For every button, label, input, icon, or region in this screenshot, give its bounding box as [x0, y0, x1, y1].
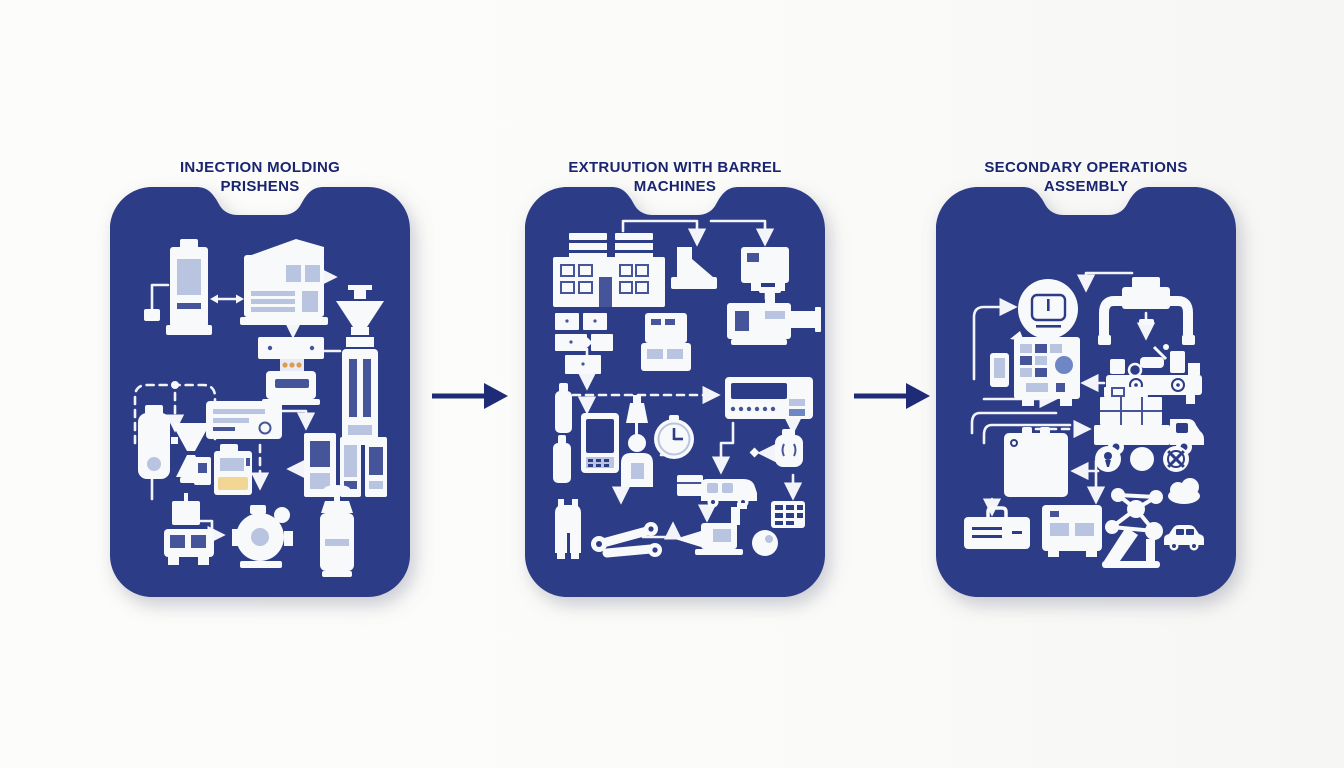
- apron-icon: [555, 499, 581, 559]
- cloud-icon: [1168, 478, 1200, 504]
- drill-machine-icon: [675, 503, 747, 555]
- factory-building-icon: [553, 257, 665, 307]
- injection-molding-machine-icon: [240, 239, 328, 325]
- extruder-duct-icon: [671, 247, 717, 289]
- tool-case-icon: [964, 506, 1030, 549]
- panel-secondary-operations: [936, 187, 1236, 597]
- machine-box-icon: [741, 247, 789, 291]
- title-line-1: INJECTION MOLDING: [179, 159, 341, 176]
- ruler-machine-icon: [206, 401, 282, 439]
- atom-robot-icon: [1102, 488, 1163, 568]
- cross-wheel-part-icon: [1163, 446, 1189, 472]
- material-canister-icon: [138, 405, 178, 479]
- panel-title-injection-molding: INJECTION MOLDING PRISHENS: [110, 158, 410, 196]
- worker-icon: [621, 395, 653, 487]
- flow-arrow-1: [430, 380, 510, 412]
- wall-clock-icon: [654, 415, 694, 459]
- cabinet-bank-icon: [304, 433, 387, 497]
- mixer-canister-icon: [320, 485, 354, 577]
- control-cabinet-icon: [1014, 337, 1080, 406]
- title-line-2: PRISHENS: [220, 178, 300, 195]
- delivery-van-icon: [701, 479, 757, 508]
- equipment-case-icon: [1004, 427, 1068, 497]
- bulb-part-icon: [1095, 446, 1121, 472]
- hopper-tower-icon: [336, 285, 384, 445]
- inspection-lens-icon: [1010, 279, 1078, 341]
- machine-with-screen-icon: [166, 239, 212, 335]
- ball-part-icon: [752, 530, 778, 556]
- pallet-stacks-icon: [569, 233, 653, 258]
- round-part-icon: [1130, 447, 1154, 471]
- parcel-cluster-icon: [555, 313, 613, 374]
- panel-injection-molding: [110, 187, 410, 597]
- panel-extrusion: [525, 187, 825, 597]
- bottle-icon: [553, 435, 571, 483]
- hand-tools-icon: [591, 522, 662, 558]
- bottle-icon: [555, 383, 572, 433]
- title-line-1: EXTRUUTION WITH BARREL: [568, 159, 782, 176]
- pump-machine-icon: [232, 505, 293, 568]
- phone-icon: [990, 353, 1009, 387]
- generator-box-icon: [1042, 505, 1102, 557]
- car-icon: [1164, 525, 1204, 551]
- vented-machine-icon: [641, 313, 691, 371]
- gadget-icon: [775, 429, 803, 467]
- dryer-unit-icon: [194, 444, 252, 495]
- press-arms-icon: [1098, 277, 1195, 345]
- keypad-icon: [771, 501, 805, 528]
- parcel-box-icon: [677, 475, 703, 496]
- tablet-device-icon: [581, 413, 619, 473]
- panel-title-secondary-operations: SECONDARY OPERATIONS ASSEMBLY: [936, 158, 1236, 196]
- control-console-icon: [725, 377, 813, 419]
- title-line-2: MACHINES: [633, 178, 717, 195]
- flow-arrow-2: [852, 380, 932, 412]
- panel-title-extrusion: EXTRUUTION WITH BARREL MACHINES: [525, 158, 825, 196]
- barrel-extruder-icon: [727, 287, 821, 345]
- title-line-2: ASSEMBLY: [1043, 178, 1129, 195]
- title-line-1: SECONDARY OPERATIONS: [984, 159, 1188, 176]
- cargo-truck-icon: [1094, 387, 1204, 455]
- robot-cart-icon: [164, 493, 214, 565]
